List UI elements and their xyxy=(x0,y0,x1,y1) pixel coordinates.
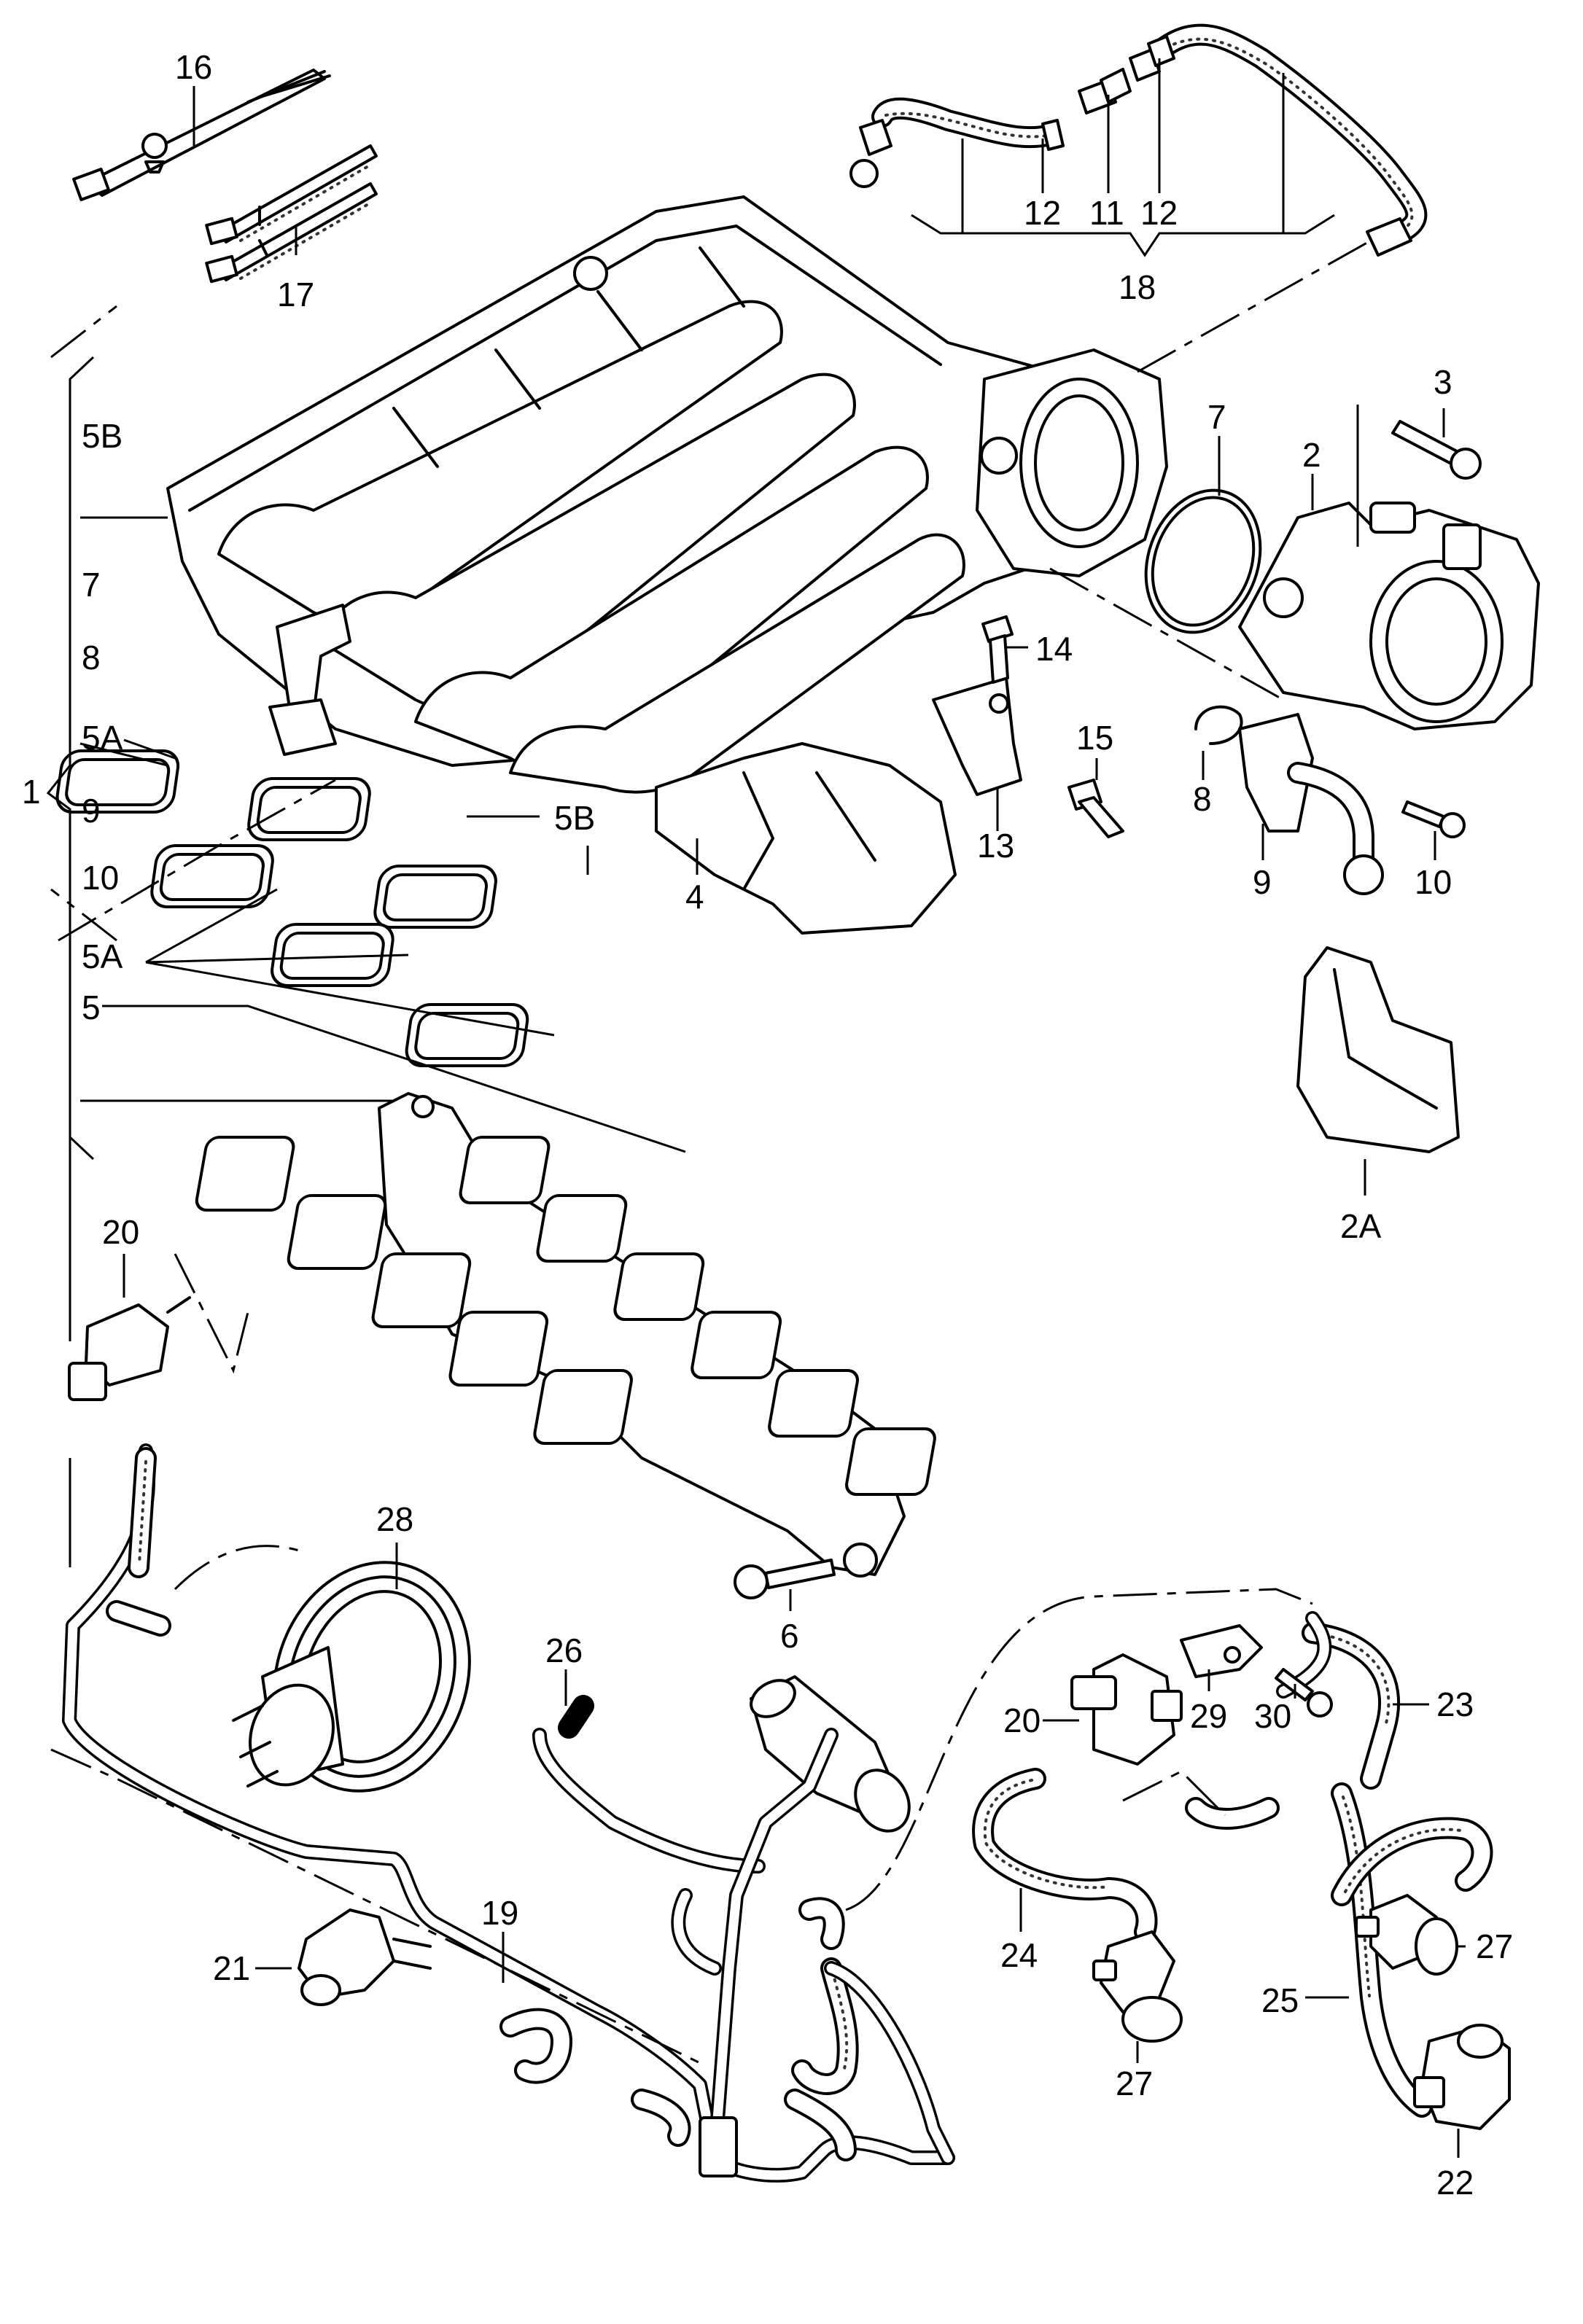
bracket-part-13 xyxy=(932,615,1124,838)
bolt-part-6 xyxy=(734,1559,836,1599)
label-25: 25 xyxy=(1261,1981,1299,2019)
water-pump-part-28 xyxy=(232,1561,471,1793)
label-2a: 2A xyxy=(1340,1207,1382,1245)
label-5a-brace: 5A xyxy=(82,719,123,757)
bolt-part-10 xyxy=(1401,800,1466,838)
label-18: 18 xyxy=(1119,268,1156,306)
label-10: 10 xyxy=(1415,863,1452,901)
label-20-upper: 20 xyxy=(102,1213,139,1251)
label-8: 8 xyxy=(1193,780,1212,818)
label-11: 11 xyxy=(1089,194,1124,232)
label-29: 29 xyxy=(1190,1697,1227,1735)
label-16: 16 xyxy=(175,48,212,86)
bolt-part-3 xyxy=(1391,420,1482,480)
label-22: 22 xyxy=(1436,2164,1474,2202)
label-20-lower: 20 xyxy=(1003,1701,1041,1739)
label-8-brace: 8 xyxy=(82,639,101,676)
label-10-brace: 10 xyxy=(82,859,119,897)
label-7: 7 xyxy=(1207,398,1226,436)
label-9: 9 xyxy=(1253,863,1272,901)
cable-tie-part-16 xyxy=(72,69,331,201)
label-6: 6 xyxy=(780,1617,799,1655)
label-23: 23 xyxy=(1436,1685,1474,1723)
connector-part-9 xyxy=(1238,713,1384,895)
label-27-right: 27 xyxy=(1476,1927,1513,1965)
vacuum-line-part-18 xyxy=(849,23,1428,257)
label-12-right: 12 xyxy=(1140,194,1178,232)
label-27-left: 27 xyxy=(1116,2064,1153,2102)
label-14: 14 xyxy=(1035,630,1073,668)
throttle-body-part-2 xyxy=(1238,502,1540,730)
label-1: 1 xyxy=(22,773,41,811)
label-26: 26 xyxy=(545,1631,583,1669)
valve-part-27-right xyxy=(1355,1894,1458,1976)
valve-part-27-left xyxy=(1092,1930,1183,2043)
hose-part-26 xyxy=(532,1695,766,1873)
label-3: 3 xyxy=(1434,363,1452,401)
label-17: 17 xyxy=(277,276,314,313)
label-24: 24 xyxy=(1000,1936,1038,1974)
intake-manifold-lower xyxy=(195,1092,906,1578)
manifold-gasket-part-5 xyxy=(459,1136,936,1496)
label-30: 30 xyxy=(1254,1697,1291,1735)
label-15: 15 xyxy=(1076,719,1113,757)
label-28: 28 xyxy=(376,1500,413,1538)
hose-part-23 xyxy=(1185,1611,1400,1830)
valve-part-20-lower xyxy=(1070,1653,1183,1766)
gaskets-5a-5b xyxy=(55,749,529,1067)
valve-part-22 xyxy=(1413,2024,1511,2130)
hose-part-25 xyxy=(1331,1782,1493,2118)
valve-part-21 xyxy=(297,1908,432,2006)
hose-part-24 xyxy=(972,1768,1158,1943)
label-19: 19 xyxy=(481,1894,518,1932)
label-5b-brace: 5B xyxy=(82,417,122,455)
heat-shield-part-4 xyxy=(655,742,957,935)
dashed-lines xyxy=(50,239,1372,2064)
label-5b-mid: 5B xyxy=(554,799,595,837)
label-7-brace: 7 xyxy=(82,566,101,604)
valve-part-20-upper xyxy=(68,1296,191,1401)
label-12-left: 12 xyxy=(1024,194,1061,232)
leader-lines xyxy=(46,58,1466,2158)
bracket-part-29 xyxy=(1180,1624,1263,1678)
vacuum-hose-assembly-part-19 xyxy=(62,1443,955,2183)
o-ring-part-7 xyxy=(1144,488,1262,634)
clamp-part-8 xyxy=(1194,705,1243,745)
label-9-brace: 9 xyxy=(82,792,101,830)
cover-part-2a xyxy=(1296,946,1460,1153)
label-5a-mid: 5A xyxy=(82,937,123,975)
part-labels: 16 17 12 11 12 18 3 7 2 14 15 13 8 9 10 … xyxy=(22,48,1513,2202)
cable-ties-part-17 xyxy=(205,144,378,284)
label-2: 2 xyxy=(1302,436,1321,474)
label-4: 4 xyxy=(685,878,704,916)
label-21: 21 xyxy=(213,1949,250,1987)
label-13: 13 xyxy=(977,827,1014,865)
intake-manifold-upper xyxy=(166,195,1168,794)
label-5: 5 xyxy=(82,989,101,1026)
